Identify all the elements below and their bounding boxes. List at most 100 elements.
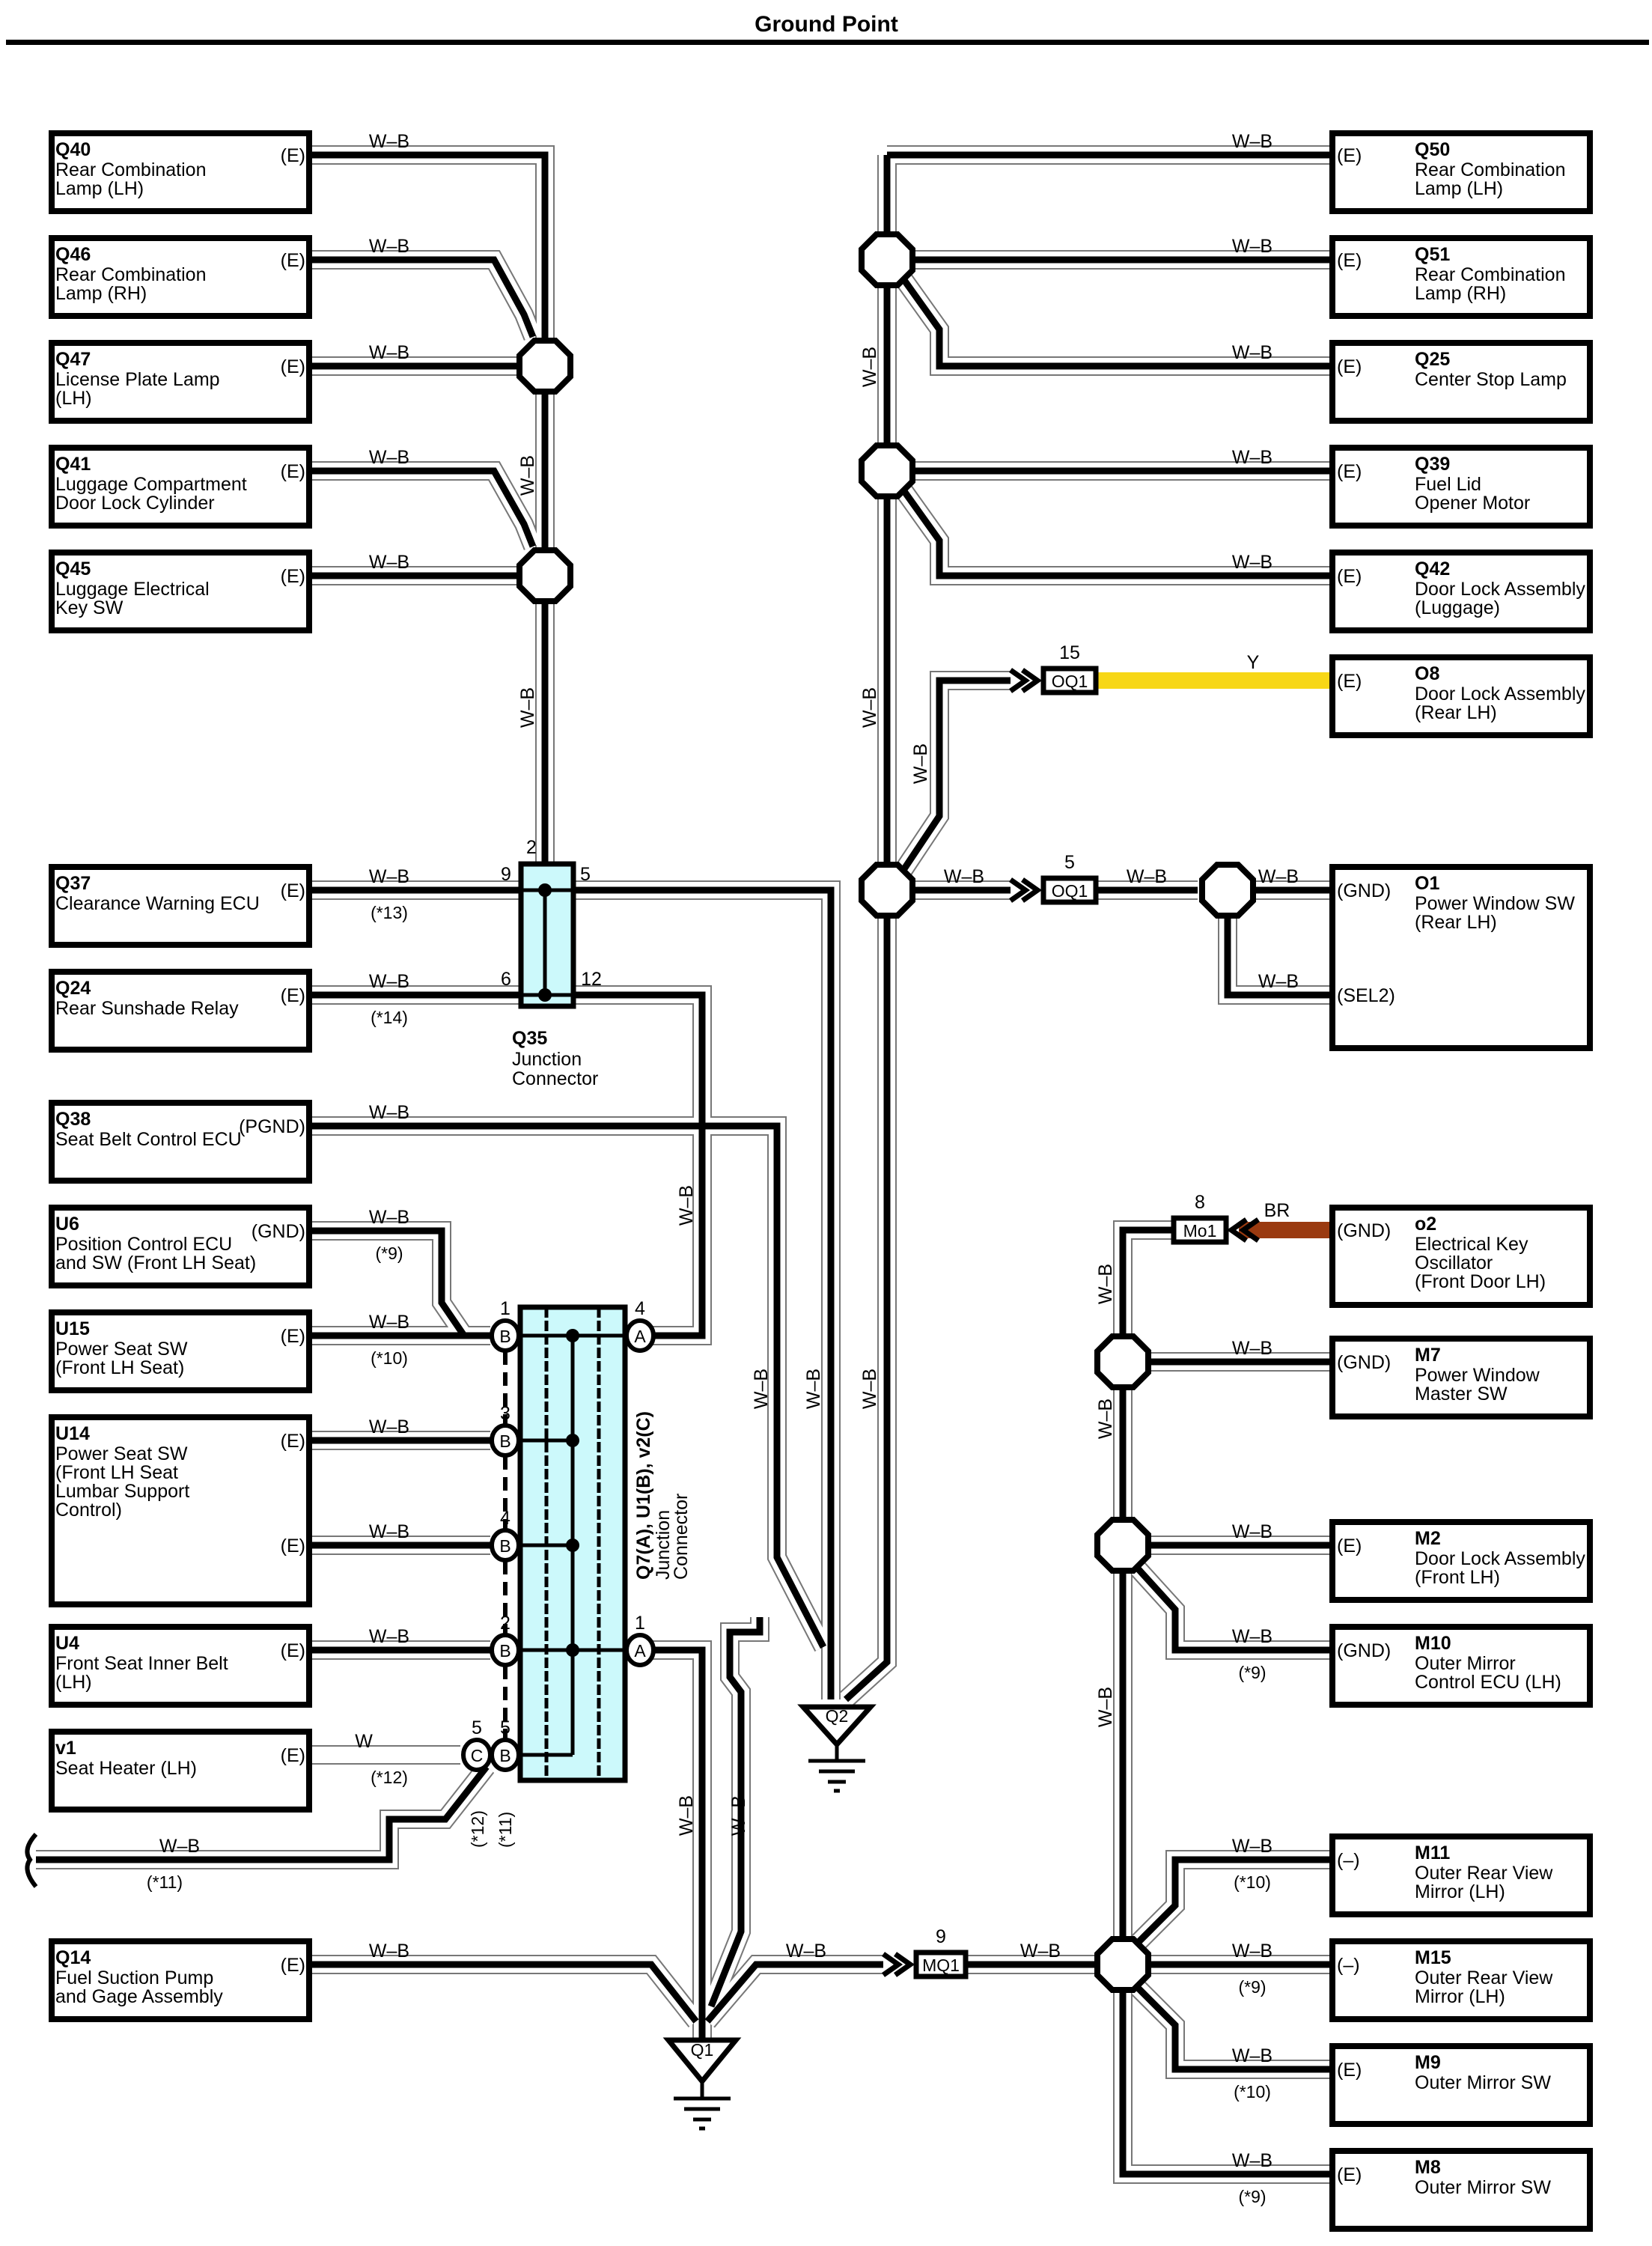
page-title: Ground Point (755, 12, 898, 37)
wire-label: W–B (369, 342, 409, 363)
connector-name: Mo1 (1183, 1221, 1217, 1241)
pin-label: 1 (500, 1298, 510, 1319)
wire-label: W–B (369, 236, 409, 257)
pin-label: 12 (581, 969, 602, 990)
component-id: M15 (1415, 1947, 1451, 1968)
q7-id: Q7(A), U1(B), v2(C) (633, 1411, 654, 1580)
terminal-label: (E) (281, 985, 305, 1006)
component-label: Oscillator (1415, 1253, 1493, 1273)
wire-core (311, 151, 549, 864)
component-label: Lamp (RH) (1415, 283, 1506, 304)
svg-text:B: B (499, 1327, 510, 1346)
wire-label: W–B (676, 1185, 697, 1226)
terminal-label: (E) (281, 250, 305, 271)
component-label: Door Lock Assembly (1415, 684, 1585, 704)
wire-label: W–B (1232, 131, 1272, 152)
terminal-label: (GND) (1337, 880, 1391, 901)
wire-label: W–B (369, 1207, 409, 1228)
component-label: Door Lock Assembly (1415, 579, 1585, 600)
connector-name: OQ1 (1052, 881, 1088, 901)
component-label: (Front Door LH) (1415, 1271, 1546, 1292)
wire-label: W–B (751, 1369, 772, 1409)
component-label: Outer Mirror SW (1415, 2072, 1551, 2093)
svg-text:B: B (499, 1536, 510, 1556)
wire-label-w: W (355, 1731, 373, 1752)
q35-line: Junction (512, 1049, 582, 1070)
pin-label: 2 (526, 837, 537, 858)
component-label: (LH) (55, 388, 92, 409)
wire-core (899, 275, 1331, 370)
terminal-label: (E) (1337, 566, 1362, 587)
note: (*12) (371, 1768, 408, 1787)
component-label: Luggage Electrical (55, 579, 210, 600)
terminal-label: (GND) (1337, 1640, 1391, 1661)
connector-oq1-top: OQ1 15 (1008, 642, 1099, 696)
component-id: Q14 (55, 1947, 91, 1968)
component-id: M11 (1415, 1842, 1450, 1863)
terminal-label: (E) (281, 1326, 305, 1347)
wire-core (1135, 1985, 1331, 2073)
component-label: Power Seat SW (55, 1443, 188, 1464)
offpage-break-icon (25, 1832, 38, 1888)
component-label: Power Window (1415, 1365, 1540, 1386)
component-label: (Rear LH) (1415, 702, 1497, 723)
note: (*11) (147, 1872, 183, 1892)
terminal-label: (GND) (1337, 1220, 1391, 1241)
wire-label: W–B (676, 1795, 697, 1836)
splice-icon (1094, 1936, 1151, 1993)
component-label: License Plate Lamp (55, 369, 220, 390)
terminal-label: (E) (1337, 1536, 1362, 1556)
component-label: and Gage Assembly (55, 1986, 223, 2007)
wire-core (311, 1227, 467, 1338)
wire-label: W–B (369, 447, 409, 468)
wire-label: W–B (1232, 1836, 1272, 1857)
component-label: Outer Rear View (1415, 1967, 1553, 1988)
component-label: Fuel Suction Pump (55, 1967, 213, 1988)
wire-core (573, 991, 706, 1339)
wire-label: W–B (369, 1102, 409, 1123)
splice-icon (1199, 862, 1256, 919)
connector-name: MQ1 (922, 1956, 960, 1975)
pin-label: 5 (1064, 852, 1075, 873)
wire-core (704, 1961, 883, 2024)
pin-label: 2 (500, 1613, 510, 1634)
component-label: Clearance Warning ECU (55, 893, 260, 914)
wire-label: W–B (1232, 1626, 1272, 1647)
pin-label: 4 (500, 1508, 510, 1529)
wire-core (311, 1122, 826, 1649)
component-label: (Luggage) (1415, 597, 1500, 618)
wire-core (1135, 1856, 1331, 1946)
pin-label: 1 (635, 1613, 645, 1634)
junction-dot (538, 883, 552, 897)
wire-label: W–B (1127, 866, 1167, 887)
